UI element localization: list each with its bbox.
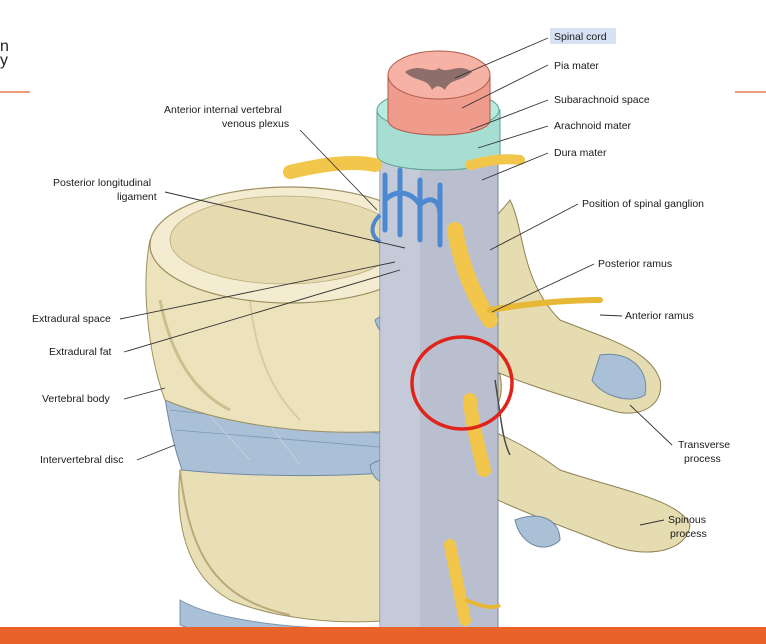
- label-posterior-longitudinal-line2: ligament: [117, 191, 157, 203]
- leader-lines: [119, 37, 673, 526]
- spinal-cord-layers: [376, 50, 501, 171]
- label-transverse-process-line2: process: [684, 453, 721, 465]
- cropped-slide-title: n y: [0, 38, 9, 69]
- cropped-title-line-1: n: [0, 38, 9, 55]
- dural-sac: [370, 129, 499, 641]
- label-anterior-internal-line1: Anterior internal vertebral: [164, 104, 282, 116]
- label-subarachnoid-space: Subarachnoid space: [554, 94, 650, 106]
- label-intervertebral-disc: Intervertebral disc: [40, 454, 123, 466]
- spinal-cord-label-highlight: [550, 28, 616, 44]
- upper-vertebral-body: [145, 186, 441, 433]
- label-dura-mater: Dura mater: [554, 147, 607, 159]
- grey-matter: [405, 68, 472, 90]
- label-transverse-process-line1: Transverse: [678, 439, 730, 451]
- venous-plexus: [382, 167, 443, 248]
- label-spinous-process-line1: Spinous: [668, 514, 706, 526]
- label-extradural-fat: Extradural fat: [49, 346, 112, 358]
- cropped-title-line-2: y: [0, 52, 8, 69]
- label-spinous-process-line2: process: [670, 528, 707, 540]
- label-extradural-space: Extradural space: [32, 313, 111, 325]
- label-pia-mater: Pia mater: [554, 60, 599, 72]
- highlight-circle: [410, 335, 514, 431]
- label-anterior-ramus: Anterior ramus: [625, 310, 694, 322]
- spinal-ganglion: [447, 222, 498, 328]
- spinal-nerves: [283, 154, 603, 626]
- label-vertebral-body: Vertebral body: [42, 393, 110, 405]
- label-arachnoid-mater: Arachnoid mater: [554, 120, 632, 132]
- label-spinal-cord: Spinal cord: [554, 31, 607, 43]
- label-posterior-longitudinal-line1: Posterior longitudinal: [53, 177, 151, 189]
- transverse-process-facet: [591, 353, 647, 400]
- label-position-spinal-ganglion: Position of spinal ganglion: [582, 198, 704, 210]
- label-anterior-internal-line2: venous plexus: [222, 118, 289, 130]
- label-posterior-ramus: Posterior ramus: [598, 258, 672, 270]
- slide-bottom-accent-bar: [0, 627, 766, 644]
